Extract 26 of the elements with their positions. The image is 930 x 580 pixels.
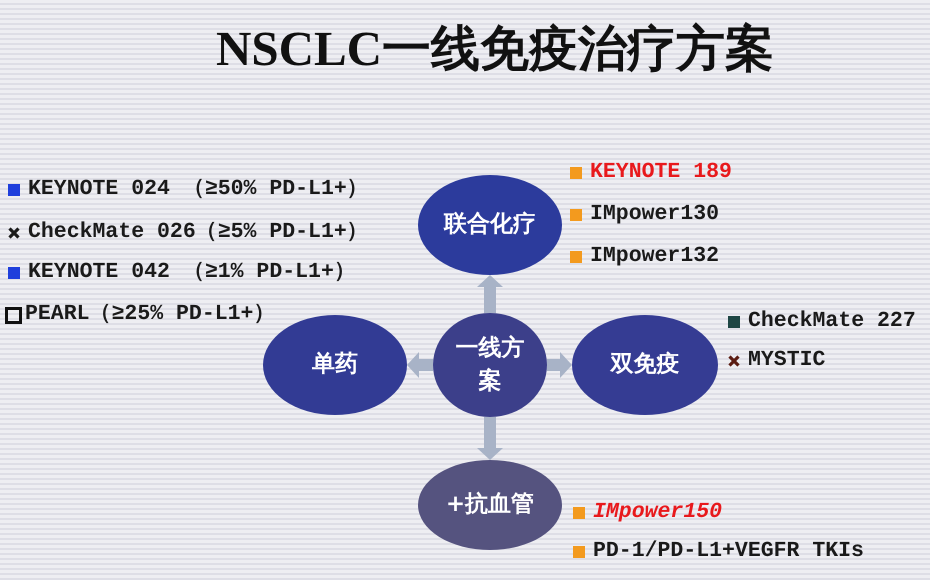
trial-label: IMpower132: [590, 244, 720, 270]
ellipse-node: [263, 315, 407, 415]
trial-label: MYSTIC: [748, 348, 826, 374]
node-label: +抗血管: [446, 490, 534, 520]
arrow: [547, 352, 572, 378]
trial-label: CheckMate 026（≥5% PD-L1+）: [28, 220, 369, 246]
ellipse-node: [433, 313, 547, 417]
trial-label: CheckMate 227: [748, 309, 916, 335]
trial-label: KEYNOTE 189: [590, 160, 732, 186]
trial-label: PEARL（≥25% PD-L1+）: [25, 302, 276, 328]
arrow: [477, 417, 503, 460]
trial-label: KEYNOTE 042 （≥1% PD-L1+）: [28, 260, 356, 286]
ellipse-node: [572, 315, 718, 415]
arrow: [477, 275, 503, 313]
node-label: 一线方案: [454, 334, 526, 396]
trial-label: KEYNOTE 024 （≥50% PD-L1+）: [28, 177, 369, 203]
ellipse-node: [418, 175, 562, 275]
node-label: 联合化疗: [444, 210, 536, 240]
title: NSCLC一线免疫治疗方案: [216, 20, 774, 78]
trial-label: PD-1/PD-L1+VEGFR TKIs: [593, 539, 864, 565]
arrow: [407, 352, 433, 378]
ellipse-node: [418, 460, 562, 550]
trial-label: IMpower150: [593, 500, 722, 526]
node-label: 单药: [312, 350, 358, 380]
node-label: 双免疫: [610, 350, 680, 380]
trial-label: IMpower130: [590, 202, 720, 228]
